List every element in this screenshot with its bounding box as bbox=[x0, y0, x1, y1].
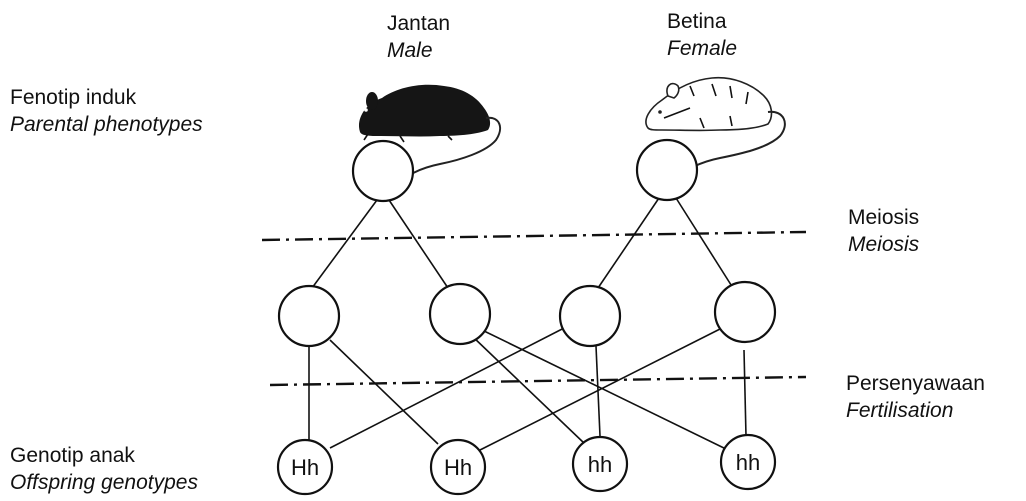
offspring-genotypes-label: Genotip anak Offspring genotypes bbox=[10, 442, 198, 496]
female-gamete-1 bbox=[558, 284, 622, 348]
link-g4-o4 bbox=[743, 349, 747, 437]
female-gamete-2 bbox=[713, 280, 777, 344]
meiosis-label-ms: Meiosis bbox=[848, 206, 920, 229]
fertilisation-label-ms: Persenyawaan bbox=[846, 372, 985, 395]
offspring-genotypes-label-ms: Genotip anak bbox=[10, 444, 135, 467]
male-label: Jantan Male bbox=[387, 10, 450, 64]
offspring-genotype-3: hh bbox=[588, 452, 612, 477]
link-g2-o3 bbox=[471, 335, 586, 445]
female-label-ms: Betina bbox=[667, 10, 727, 33]
offspring-circle-4 bbox=[719, 433, 777, 491]
parental-phenotypes-label-ms: Fenotip induk bbox=[10, 86, 137, 109]
fertilisation-dashed-line bbox=[269, 375, 807, 387]
meiosis-label: Meiosis Meiosis bbox=[848, 204, 919, 258]
link-g1-o2 bbox=[329, 339, 439, 445]
male-parent-circle bbox=[351, 139, 415, 203]
female-label-en: Female bbox=[667, 37, 738, 60]
offspring-circle-1 bbox=[276, 438, 334, 496]
link-male-gamete2 bbox=[388, 199, 449, 289]
male-label-en: Male bbox=[387, 39, 433, 62]
parental-phenotypes-label-en: Parental phenotypes bbox=[10, 113, 203, 136]
offspring-circle-3 bbox=[571, 435, 629, 493]
black-mouse-icon bbox=[358, 84, 502, 187]
offspring-genotype-2: Hh bbox=[444, 455, 472, 480]
offspring-genotype-4: hh bbox=[736, 450, 760, 475]
offspring-genotypes-label-en: Offspring genotypes bbox=[10, 471, 198, 494]
link-female-gamete4 bbox=[675, 197, 734, 289]
link-male-gamete1 bbox=[311, 199, 378, 289]
link-female-gamete3 bbox=[597, 197, 660, 289]
link-g3-o1 bbox=[329, 325, 569, 449]
fertilisation-label: Persenyawaan Fertilisation bbox=[846, 370, 985, 424]
male-gamete-2 bbox=[428, 282, 492, 346]
male-label-ms: Jantan bbox=[387, 12, 451, 35]
parental-phenotypes-label: Fenotip induk Parental phenotypes bbox=[10, 84, 203, 138]
meiosis-dashed-line bbox=[261, 230, 807, 242]
offspring-genotype-1: Hh bbox=[291, 455, 319, 480]
link-g2-o4 bbox=[481, 329, 729, 451]
fertilisation-label-en: Fertilisation bbox=[846, 399, 954, 422]
offspring-circle-2 bbox=[429, 438, 487, 496]
male-gamete-1 bbox=[277, 284, 341, 348]
female-label: Betina Female bbox=[667, 8, 737, 62]
link-g4-o2 bbox=[479, 327, 723, 451]
female-parent-circle bbox=[635, 138, 699, 202]
meiosis-label-en: Meiosis bbox=[848, 233, 920, 256]
